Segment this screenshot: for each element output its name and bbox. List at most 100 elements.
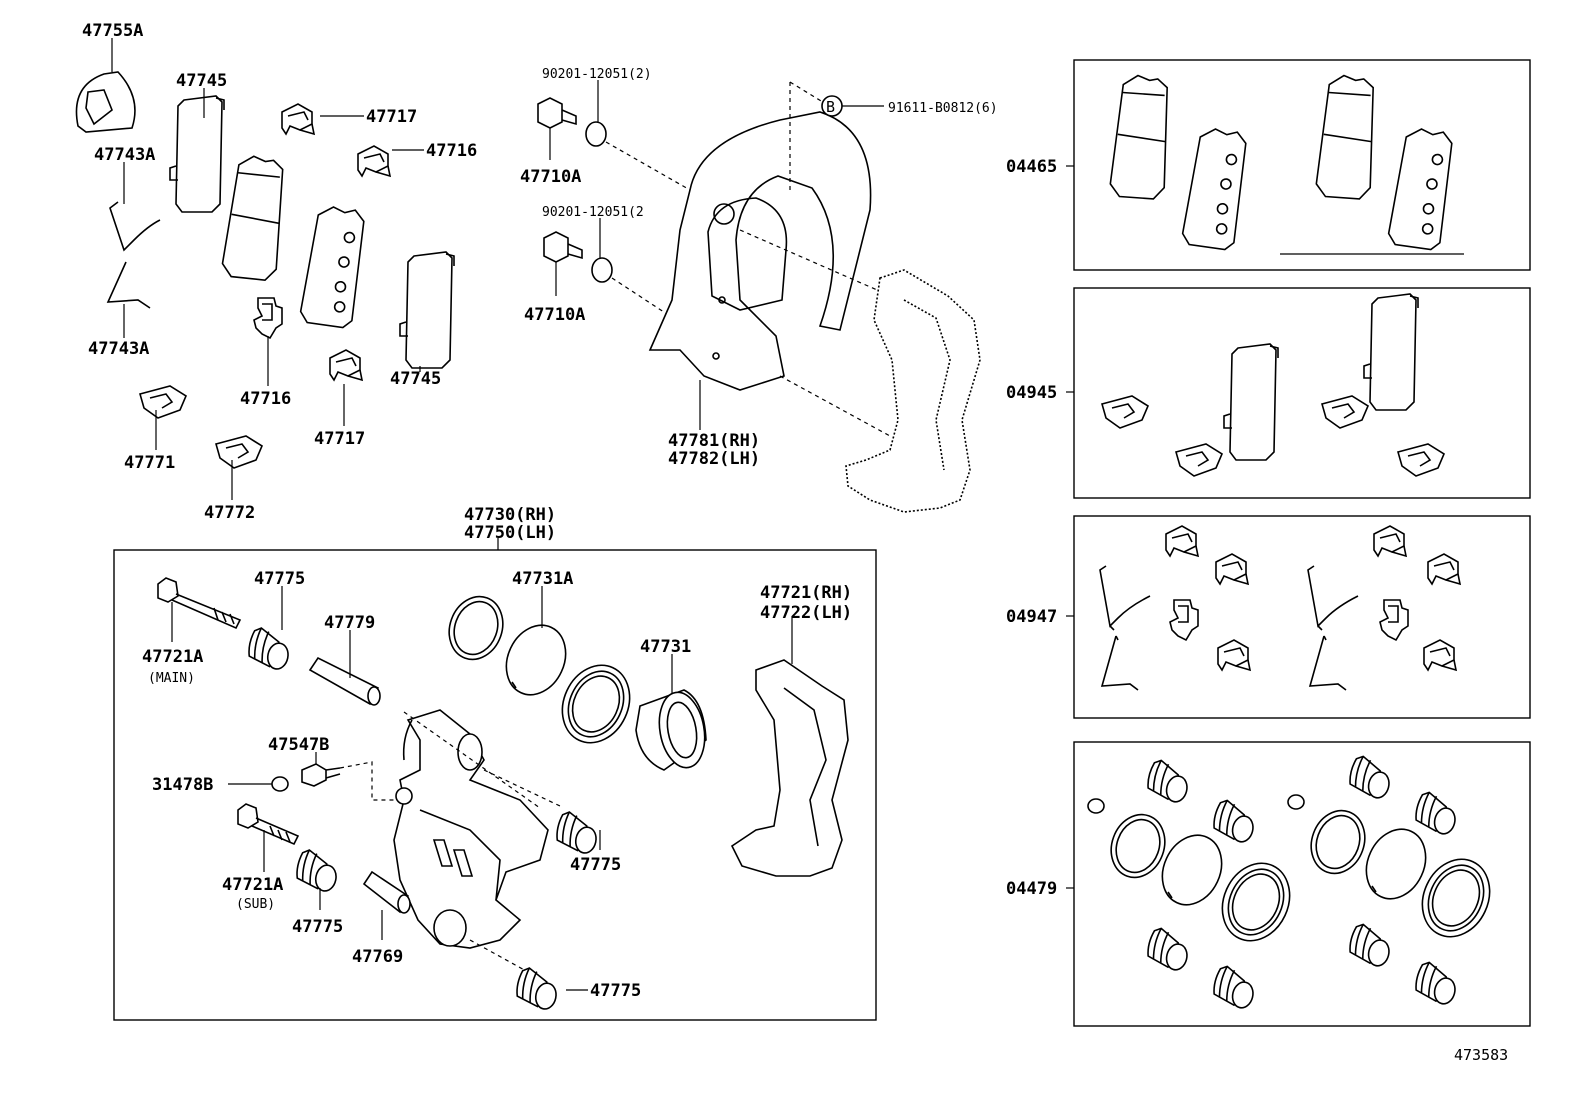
pad-clip-icon <box>1427 553 1461 585</box>
boot-icon <box>1411 959 1462 1007</box>
pad-clip-icon <box>1215 553 1249 585</box>
bleeder-plug-icon <box>301 763 341 787</box>
piston-seal-icon <box>1150 824 1234 916</box>
bleeder-plug-icon <box>1087 798 1105 814</box>
label-kit-04945: 04945 <box>1006 383 1057 403</box>
piston-seal-icon <box>439 588 513 668</box>
caliper-assembly-frame <box>113 549 877 1021</box>
label-47782: 47782(LH) <box>668 449 760 469</box>
label-47716-top: 47716 <box>426 141 477 161</box>
mounting-bracket-icon <box>845 269 981 513</box>
label-kit-04947: 04947 <box>1006 607 1057 627</box>
piston-seal-icon <box>549 653 643 755</box>
piston-seal-icon <box>1409 847 1503 949</box>
label-90201-bot: 90201-12051(2 <box>542 205 644 220</box>
pad-clip-icon <box>1373 525 1407 557</box>
kit-frame-04465 <box>1073 59 1531 271</box>
boot-icon <box>1143 925 1194 973</box>
slide-pin-bolt-main <box>157 577 242 630</box>
bolt-icon <box>157 577 179 603</box>
pad-support-spring-lower <box>106 261 151 309</box>
boot-icon <box>553 809 602 856</box>
callout-b: B <box>826 98 835 116</box>
bleeder-plug-icon <box>1287 794 1305 810</box>
pad-clip-icon <box>1379 599 1409 641</box>
boot-icon <box>1345 753 1396 801</box>
label-90201-top: 90201-12051(2) <box>542 67 652 82</box>
bolt-icon <box>543 231 583 263</box>
label-47750: 47750(LH) <box>464 523 556 543</box>
piston-seal-icon <box>1209 851 1303 953</box>
label-47771: 47771 <box>124 453 175 473</box>
bolt-icon <box>237 803 259 829</box>
label-47730: 47730(RH) <box>464 505 556 525</box>
caliper-bracket-icon <box>730 659 849 877</box>
pad-clip-icon <box>357 145 391 177</box>
label-47721rh: 47721(RH) <box>760 583 852 603</box>
label-47775-b: 47775 <box>570 855 621 875</box>
kit-frame-04947 <box>1073 515 1531 719</box>
label-sub-note: (SUB) <box>236 897 275 912</box>
label-47710a-top: 47710A <box>520 167 581 187</box>
brake-pad-icon <box>1180 125 1250 252</box>
label-47743a-bot: 47743A <box>88 339 149 359</box>
washer-icon <box>591 257 613 283</box>
pad-clip-icon <box>1169 599 1199 641</box>
anti-squeal-shim-icon <box>1363 293 1419 411</box>
label-47721a-main: 47721A <box>142 647 203 667</box>
label-47717-top: 47717 <box>366 107 417 127</box>
label-47772: 47772 <box>204 503 255 523</box>
pad-support-spring-upper <box>109 201 161 252</box>
label-47547b: 47547B <box>268 735 329 755</box>
piston-seal-icon <box>1354 818 1438 910</box>
slide-pin-icon <box>308 656 381 706</box>
kit-frame-04945 <box>1073 287 1531 499</box>
label-47731: 47731 <box>640 637 691 657</box>
pad-clip-icon <box>281 103 315 135</box>
anti-squeal-shim-icon <box>1223 343 1279 461</box>
boot-icon <box>1143 757 1194 805</box>
wear-indicator-icon <box>1397 443 1445 477</box>
label-47710a-bot: 47710A <box>524 305 585 325</box>
brake-pad-icon <box>1108 73 1173 201</box>
label-47775-d: 47775 <box>590 981 641 1001</box>
anti-squeal-shim-47755a <box>75 71 136 133</box>
label-47755a: 47755A <box>82 21 143 41</box>
label-47745-bot: 47745 <box>390 369 441 389</box>
label-47717-bot: 47717 <box>314 429 365 449</box>
label-91611: 91611-B0812(6) <box>888 101 998 116</box>
slide-pin-bolt-sub <box>237 803 300 846</box>
kit-frame-04479 <box>1073 741 1531 1027</box>
anti-squeal-shim-icon <box>75 71 136 133</box>
pad-clip-icon <box>1423 639 1457 671</box>
label-kit-04465: 04465 <box>1006 157 1057 177</box>
anti-squeal-shim-icon <box>169 95 225 213</box>
label-47745-top: 47745 <box>176 71 227 91</box>
wear-indicator-icon <box>215 435 263 469</box>
label-47743a-top: 47743A <box>94 145 155 165</box>
label-47721a-sub: 47721A <box>222 875 283 895</box>
boot-icon <box>1411 789 1462 837</box>
pad-clip-icon <box>253 297 283 339</box>
pad-support-spring-icon <box>1099 565 1151 691</box>
brake-pad-icon <box>220 153 289 282</box>
label-47731a: 47731A <box>512 569 573 589</box>
pad-clip-icon <box>1165 525 1199 557</box>
pad-clip-icon <box>1217 639 1251 671</box>
pad-clip-icon <box>329 349 363 381</box>
label-47769: 47769 <box>352 947 403 967</box>
brake-pad-icon <box>298 203 368 330</box>
label-31478b: 31478B <box>152 775 213 795</box>
wear-indicator-icon <box>1321 395 1369 429</box>
wear-indicator-icon <box>1101 395 1149 429</box>
bleeder-plug-icon <box>271 776 289 792</box>
piston-seal-icon <box>494 614 578 706</box>
label-main-note: (MAIN) <box>148 671 195 686</box>
brake-pad-icon <box>1386 125 1456 252</box>
boot-icon <box>1209 797 1260 845</box>
label-47716-bot: 47716 <box>240 389 291 409</box>
brake-pad-icon <box>1314 73 1379 201</box>
boot-icon <box>1209 963 1260 1011</box>
boot-icon <box>513 965 562 1012</box>
